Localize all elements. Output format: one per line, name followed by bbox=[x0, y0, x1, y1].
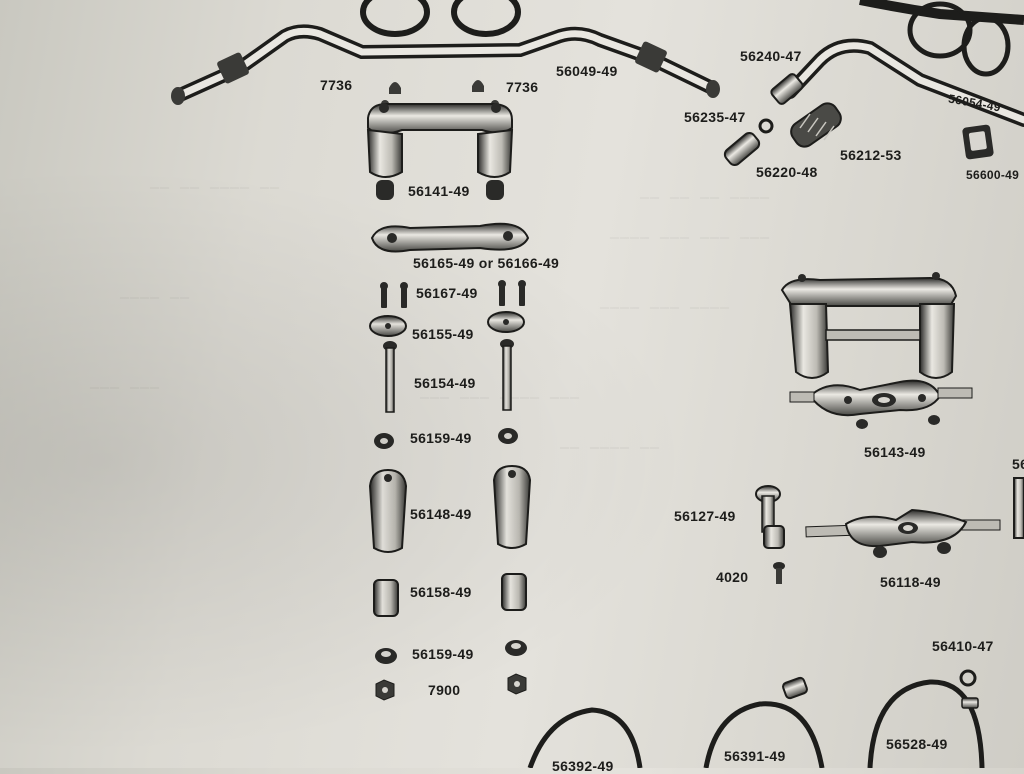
label-bolt-left: 7736 bbox=[320, 77, 353, 93]
label-handlebar: 56049-49 bbox=[556, 63, 618, 79]
ghost-text: —— ———— —— bbox=[560, 440, 661, 457]
long-bolt-icon bbox=[383, 339, 514, 413]
grip-icon bbox=[790, 102, 842, 148]
handlebar-icon bbox=[171, 24, 720, 105]
ghost-text: ———— —— bbox=[120, 290, 191, 307]
label-nut: 7900 bbox=[428, 682, 461, 698]
label-cable-56391: 56391-49 bbox=[724, 748, 786, 764]
label-washer-plate: 56155-49 bbox=[412, 326, 474, 342]
label-screw: 4020 bbox=[716, 569, 749, 585]
bracket-icon bbox=[805, 508, 1001, 558]
partial-part-icon bbox=[1013, 477, 1024, 539]
stud-icon bbox=[380, 280, 526, 308]
label-cable-56528: 56528-49 bbox=[886, 736, 948, 752]
grip-sleeve-icon bbox=[723, 73, 804, 167]
label-grip-cap: 56600-49 bbox=[966, 168, 1020, 182]
label-cushion: 56158-49 bbox=[410, 584, 472, 600]
ghost-text: ———— ——— ——— ——— bbox=[610, 230, 771, 247]
cable-icon bbox=[527, 679, 985, 768]
label-grip-sleeve: 56235-47 bbox=[684, 109, 746, 125]
fork-assembly-icon bbox=[780, 272, 973, 429]
ring-icon bbox=[360, 0, 521, 37]
screw-icon bbox=[773, 562, 785, 584]
label-bolt-right: 7736 bbox=[506, 79, 539, 95]
label-grip-end: 56220-48 bbox=[756, 164, 818, 180]
label-riser-top: 56141-49 bbox=[408, 183, 470, 199]
bushing-icon bbox=[375, 640, 527, 664]
label-grip: 56212-53 bbox=[840, 147, 902, 163]
ghost-text: —— —— —— ———— bbox=[640, 190, 771, 207]
label-stud: 56167-49 bbox=[416, 285, 478, 301]
ghost-text: ——— ——— ———— ——— bbox=[420, 390, 581, 407]
label-riser-body: 56148-49 bbox=[410, 506, 472, 522]
right-handlebar-icon bbox=[783, 0, 1024, 127]
nut-icon bbox=[375, 673, 527, 701]
riser-top-icon bbox=[366, 103, 514, 200]
riser-plate-icon bbox=[370, 222, 530, 253]
label-bracket: 56118-49 bbox=[880, 574, 941, 590]
ghost-text: ———— ——— ———— bbox=[600, 300, 731, 317]
label-clamp-arm: 56127-49 bbox=[674, 508, 736, 524]
bushing-icon bbox=[374, 428, 518, 449]
label-cable-56410: 56410-47 bbox=[932, 638, 994, 654]
label-clamp-56240: 56240-47 bbox=[740, 48, 802, 64]
grip-cap-icon bbox=[962, 124, 994, 160]
ghost-text: ——— ——— bbox=[90, 380, 161, 397]
label-cable-left-partial: 56392-49 bbox=[552, 758, 614, 774]
cushion-icon bbox=[373, 573, 527, 617]
label-long-bolt: 56154-49 bbox=[414, 375, 476, 391]
label-riser-plate: 56165-49 or 56166-49 bbox=[413, 255, 560, 271]
label-edge-partial: 56 bbox=[1012, 456, 1024, 472]
label-bushing-bottom: 56159-49 bbox=[412, 646, 474, 662]
label-fork-assembly: 56143-49 bbox=[864, 444, 926, 460]
label-bushing-top: 56159-49 bbox=[410, 430, 472, 446]
clamp-arm-icon bbox=[755, 485, 785, 549]
ghost-text: —— —— ———— —— bbox=[150, 180, 281, 197]
riser-body-icon bbox=[368, 464, 532, 553]
washer-plate-icon bbox=[369, 311, 525, 337]
cable-end-icon bbox=[782, 669, 979, 709]
